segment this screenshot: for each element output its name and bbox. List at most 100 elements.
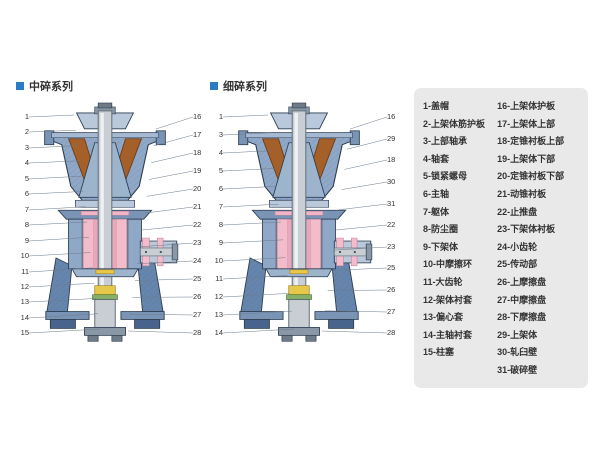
legend-item: 3-上部轴承 [423,136,468,147]
legend-item: 9-下架体 [423,241,459,252]
callout-number: 1 [24,112,29,121]
friction-discs [288,285,310,295]
lower-friction-disc [92,294,118,300]
callout-number: 17 [193,130,202,140]
piston-base [84,327,126,336]
callout-number: 12 [20,281,29,291]
callout-number: 29 [387,133,396,143]
callout-number: 14 [20,312,29,322]
piston-foot-right [111,335,123,342]
foot-left [243,319,270,329]
piston-foot-left [281,335,293,342]
section-medium-series: 中碎系列 [16,78,208,399]
piston-base [278,327,320,336]
legend-item: 25-传动部 [497,259,538,270]
section-title: 细碎系列 [223,81,267,93]
callout-number: 23 [387,241,396,251]
legend-item: 19-上架体下部 [497,153,556,164]
shaft-bushing-right [305,219,311,269]
legend-item: 24-小齿轮 [497,241,538,252]
eccentric-sleeve-right [116,218,127,270]
legend-item: 30-轧臼壁 [497,347,538,358]
callout-number: 7 [218,202,223,212]
callout-number: 14 [214,328,223,338]
legend-item: 1-盖帽 [423,101,450,111]
callout-number: 27 [387,306,396,316]
callout-number: 21 [193,202,202,212]
callout-number: 8 [218,220,223,230]
callout-number: 25 [387,263,396,273]
friction-discs [94,285,116,295]
piston-foot-right [305,335,317,342]
legend-item: 10-中摩擦环 [423,259,473,270]
callout-number: 9 [24,235,29,245]
legend-item: 22-止推盘 [497,206,538,217]
callout-number: 18 [387,155,396,165]
legend-item: 31-破碎壁 [497,364,538,375]
bolt [338,250,342,253]
legend-item: 6-主轴 [423,188,450,199]
callout-number: 11 [215,274,223,284]
callout-number: 16 [387,112,396,121]
eccentric-sleeve-right [310,218,321,270]
section-fine-series: 细碎系列 [210,78,402,399]
section-header-fine: 细碎系列 [210,78,402,94]
legend-item: 7-躯体 [423,206,450,217]
base-ring-right [120,311,165,320]
cap [291,102,307,109]
section-bullet-icon [16,82,24,90]
legend-item: 13-偏心套 [423,312,464,323]
foot-right [134,319,161,329]
callout-number: 2 [24,127,29,137]
legend-item: 2-上架体筋护板 [423,118,486,129]
coupling [171,243,179,261]
callout-number: 22 [193,220,202,230]
legend-item: 23-下架体衬板 [497,224,556,235]
callout-number: 9 [218,238,223,248]
eccentric-housing-left [68,218,83,270]
callout-number: 28 [387,328,396,338]
legend-item: 17-上架体上部 [497,118,556,129]
foot-left [49,319,76,329]
shaft-highlight [294,112,298,318]
crusher-art-slot [210,99,402,399]
legend-item: 26-上摩擦盘 [497,276,547,287]
shaft-bushing-left [93,219,99,269]
callout-number: 5 [24,173,29,183]
callout-number: 22 [387,220,396,230]
callout-number: 13 [214,310,223,320]
legend-item: 4-轴套 [423,153,450,164]
gear-hub [95,269,115,275]
callout-number: 23 [193,238,202,248]
callout-number: 15 [20,328,29,338]
gear-hub [289,269,309,275]
piston-foot-left [87,335,99,342]
callout-number: 5 [218,166,223,176]
base-ring-left [45,311,90,320]
callout-number: 1 [218,112,223,121]
callout-number: 30 [387,176,396,186]
legend-item: 21-动锥衬板 [497,188,547,199]
legend-item: 18-定锥衬板上部 [497,136,565,147]
eccentric-housing-right [321,218,336,270]
legend-item: 28-下摩擦盘 [497,312,547,323]
legend-item: 14-主轴衬套 [423,329,473,340]
callout-number: 8 [24,220,29,230]
eccentric-sleeve-left [83,218,94,270]
callout-number: 11 [21,266,29,276]
bolt [159,250,162,253]
section-title: 中碎系列 [29,81,73,93]
callout-number: 26 [387,285,396,295]
legend-item: 8-防尘圈 [423,224,459,235]
callout-number: 3 [218,130,223,140]
coupling [365,243,373,261]
callout-number: 31 [387,198,396,208]
shaft-highlight [100,112,104,318]
callout-number: 19 [193,166,202,176]
